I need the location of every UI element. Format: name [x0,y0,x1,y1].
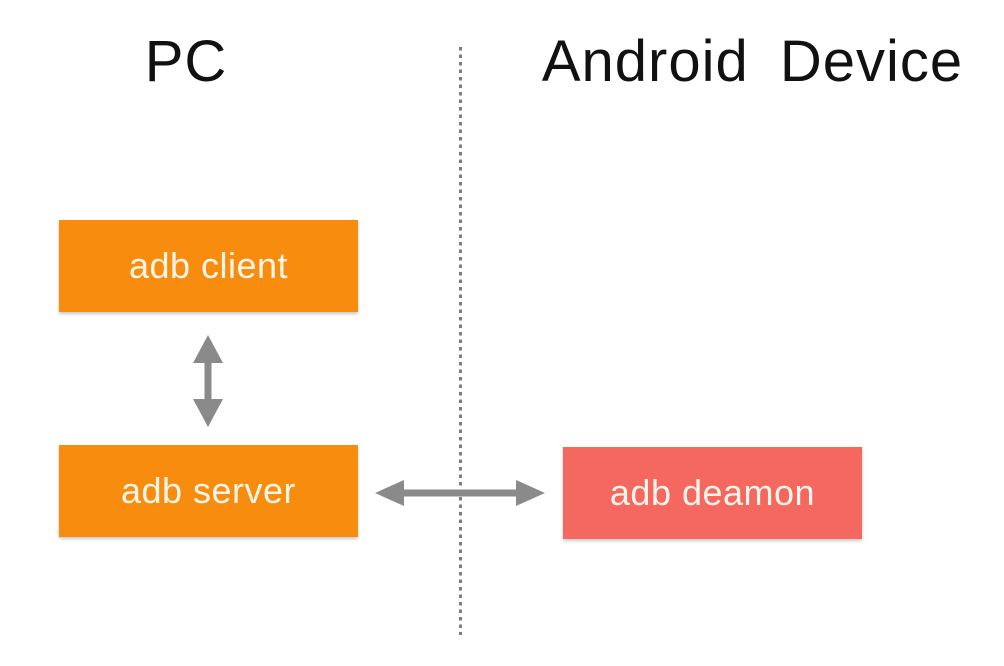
adb-daemon-box: adb deamon [563,447,862,539]
adb-server-label: adb server [120,470,297,511]
adb-client-label: adb client [128,245,289,286]
adb-client-box: adb client [59,220,358,312]
android-device-section-title: Android Device [541,29,964,94]
server-daemon-double-arrow-icon [375,480,545,506]
section-divider [459,47,462,635]
adb-server-box: adb server [59,445,358,537]
client-server-double-arrow-icon [193,335,223,427]
pc-section-title: PC [144,29,228,94]
adb-daemon-label: adb deamon [609,472,816,513]
